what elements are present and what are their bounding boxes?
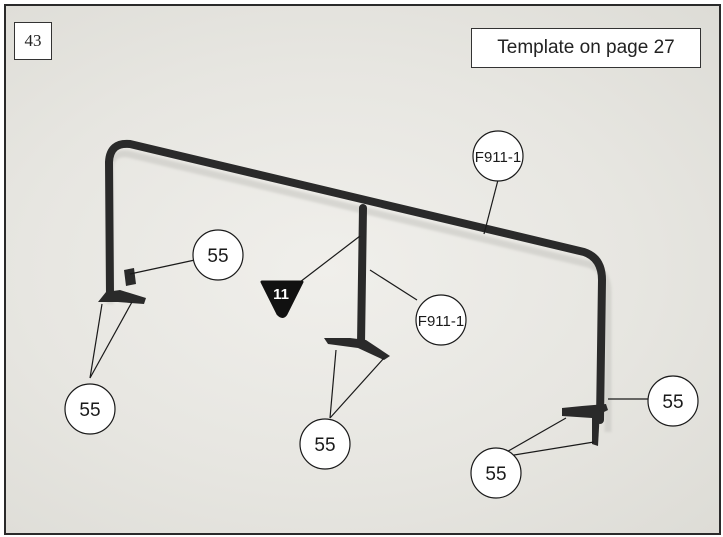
leader-lines <box>89 179 648 459</box>
leader-55-left-b <box>89 301 133 379</box>
left-foot <box>98 290 146 304</box>
leader-55-left-a <box>89 303 103 379</box>
instruction-panel: 11 55 55 55 55 55 F911-1 F911-1 43 Templ… <box>4 4 721 535</box>
marker-triangle <box>260 280 304 318</box>
callout-circle-f911-center <box>415 294 467 346</box>
leader-f911-center <box>369 269 418 301</box>
callout-circle-55-top-left <box>192 229 244 281</box>
callout-label-55: 55 <box>207 246 228 267</box>
callout-circle-55-bottom-right <box>470 447 522 499</box>
leader-55-center-b <box>329 357 385 419</box>
leader-f911-top <box>483 179 499 235</box>
callouts <box>64 130 699 499</box>
left-foot-tab <box>124 268 136 286</box>
callout-label-f911: F911-1 <box>418 313 464 330</box>
callout-circle-f911-top <box>472 130 524 182</box>
template-note: Template on page 27 <box>471 28 701 68</box>
callout-labels: 55 55 55 55 55 F911-1 F911-1 <box>79 149 683 485</box>
feet <box>98 268 608 446</box>
frame-rail <box>105 139 606 424</box>
callout-label-55: 55 <box>485 464 506 485</box>
callout-circle-55-left <box>64 383 116 435</box>
leader-55-center-a <box>329 349 337 419</box>
assembly-illustration: 11 55 55 55 55 55 F911-1 F911-1 <box>64 130 699 499</box>
part-11-marker: 11 <box>260 280 304 318</box>
callout-label-55: 55 <box>79 400 100 421</box>
center-foot <box>324 338 390 360</box>
callout-label-f911: F911-1 <box>475 149 521 166</box>
leader-11-marker <box>299 235 361 283</box>
black-frame-part <box>105 139 606 424</box>
marker-label: 11 <box>273 286 289 303</box>
callout-label-55: 55 <box>662 392 683 413</box>
callout-circle-55-right <box>647 375 699 427</box>
callout-circle-55-center <box>299 418 351 470</box>
callout-label-55: 55 <box>314 435 335 456</box>
step-number: 43 <box>14 22 52 60</box>
center-post <box>357 204 367 348</box>
right-foot-stem <box>592 410 600 446</box>
